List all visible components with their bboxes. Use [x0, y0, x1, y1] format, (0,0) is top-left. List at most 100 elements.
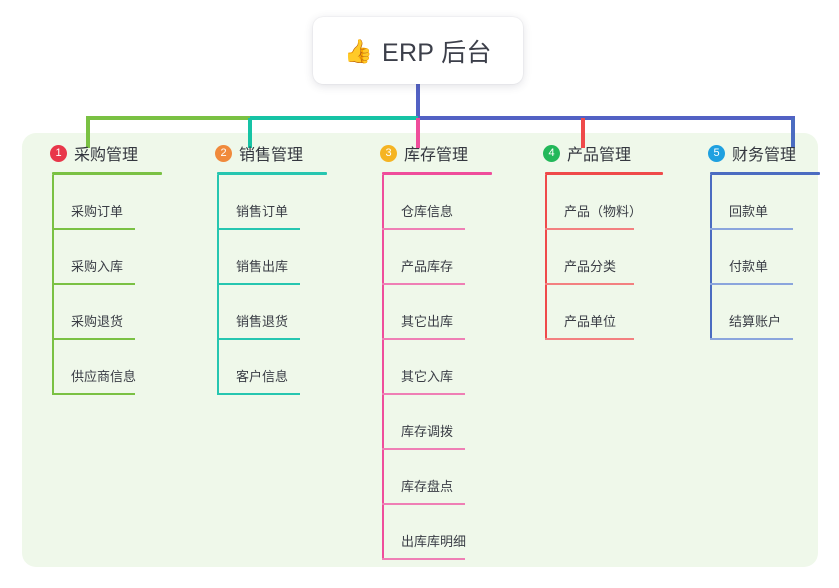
- branch-underline: [52, 172, 162, 175]
- branch-child-underline: [382, 503, 465, 505]
- branch-header[interactable]: 5 财务管理: [696, 140, 839, 166]
- branch-child-label: 产品（物料）: [564, 204, 643, 219]
- branch-child-label: 产品分类: [564, 259, 617, 274]
- branch-child-item[interactable]: 库存盘点: [368, 450, 518, 505]
- branch-child-label: 仓库信息: [401, 204, 454, 219]
- branch-child-label: 销售出库: [236, 259, 289, 274]
- branch-number-badge: 2: [215, 144, 232, 162]
- branch-child-label: 库存盘点: [401, 479, 454, 494]
- branch-number-badge: 1: [50, 144, 67, 162]
- branch-child-item[interactable]: 供应商信息: [38, 340, 188, 395]
- branch-child-underline: [710, 228, 793, 230]
- branch-header[interactable]: 2 销售管理: [203, 140, 353, 166]
- branch-child-item[interactable]: 回款单: [696, 175, 839, 230]
- branch-number-badge: 3: [380, 144, 397, 162]
- branch-child-underline: [52, 228, 135, 230]
- branch-child-underline: [545, 283, 634, 285]
- branch-child-label: 出库库明细: [401, 534, 467, 549]
- branch-child-underline: [52, 393, 135, 395]
- branch-child-label: 采购入库: [71, 259, 124, 274]
- branch-child-label: 其它出库: [401, 314, 454, 329]
- branch-children: 仓库信息产品库存其它出库其它入库库存调拨库存盘点出库库明细: [368, 175, 518, 560]
- branch-child-label: 销售退货: [236, 314, 289, 329]
- branch-child-underline: [710, 283, 793, 285]
- root-node-title: ERP 后台: [381, 38, 492, 67]
- branch-column: 3 库存管理仓库信息产品库存其它出库其它入库库存调拨库存盘点出库库明细: [368, 140, 518, 560]
- branch-child-underline: [52, 338, 135, 340]
- branch-child-item[interactable]: 采购订单: [38, 175, 188, 230]
- branch-child-underline: [217, 283, 300, 285]
- branch-title: 财务管理: [732, 147, 797, 164]
- branch-header[interactable]: 4 产品管理: [531, 140, 691, 166]
- branch-child-item[interactable]: 库存调拨: [368, 395, 518, 450]
- branch-underline: [545, 172, 663, 175]
- branch-child-item[interactable]: 付款单: [696, 230, 839, 285]
- branch-child-underline: [52, 283, 135, 285]
- branch-child-label: 库存调拨: [401, 424, 454, 439]
- branch-child-item[interactable]: 其它出库: [368, 285, 518, 340]
- branch-child-item[interactable]: 产品分类: [531, 230, 691, 285]
- branch-column: 4 产品管理产品（物料） 产品分类产品单位: [531, 140, 691, 340]
- branch-spine: [710, 175, 712, 340]
- branch-children: 产品（物料） 产品分类产品单位: [531, 175, 691, 340]
- branch-title: 销售管理: [239, 147, 304, 164]
- branch-child-item[interactable]: 产品单位: [531, 285, 691, 340]
- branch-child-label: 供应商信息: [71, 369, 137, 384]
- branch-child-item[interactable]: 采购退货: [38, 285, 188, 340]
- branch-header[interactable]: 3 库存管理: [368, 140, 518, 166]
- branch-spine: [217, 175, 219, 395]
- branch-child-underline: [545, 338, 634, 340]
- branch-children: 回款单付款单结算账户: [696, 175, 839, 340]
- branch-child-item[interactable]: 产品（物料）: [531, 175, 691, 230]
- branch-child-item[interactable]: 仓库信息: [368, 175, 518, 230]
- branch-child-label: 回款单: [729, 204, 769, 219]
- branch-child-label: 客户信息: [236, 369, 289, 384]
- branch-column: 1 采购管理采购订单采购入库采购退货供应商信息: [38, 140, 188, 395]
- branch-underline: [217, 172, 327, 175]
- branch-header[interactable]: 1 采购管理: [38, 140, 188, 166]
- branch-child-underline: [382, 448, 465, 450]
- root-node[interactable]: 👍 ERP 后台: [313, 17, 523, 84]
- branch-child-item[interactable]: 销售出库: [203, 230, 353, 285]
- branch-title: 采购管理: [74, 147, 139, 164]
- branch-child-label: 产品单位: [564, 314, 617, 329]
- branch-child-underline: [382, 558, 465, 560]
- branch-number-badge: 4: [543, 144, 560, 162]
- branch-child-underline: [382, 283, 465, 285]
- branch-child-label: 采购退货: [71, 314, 124, 329]
- branches-panel: [22, 133, 818, 567]
- branch-child-underline: [382, 338, 465, 340]
- branch-child-underline: [217, 228, 300, 230]
- branch-spine: [52, 175, 54, 395]
- branch-child-item[interactable]: 采购入库: [38, 230, 188, 285]
- branch-underline: [382, 172, 492, 175]
- root-node-content: 👍 ERP 后台: [344, 33, 491, 69]
- branch-spine: [545, 175, 547, 340]
- branch-children: 销售订单销售出库销售退货客户信息: [203, 175, 353, 395]
- branch-child-item[interactable]: 出库库明细: [368, 505, 518, 560]
- branch-child-label: 其它入库: [401, 369, 454, 384]
- branch-child-underline: [710, 338, 793, 340]
- branch-child-label: 销售订单: [236, 204, 289, 219]
- branch-spine: [382, 175, 384, 560]
- branch-child-label: 采购订单: [71, 204, 124, 219]
- branch-child-item[interactable]: 其它入库: [368, 340, 518, 395]
- branch-child-label: 结算账户: [729, 314, 782, 329]
- branch-child-underline: [217, 393, 300, 395]
- branch-child-underline: [217, 338, 300, 340]
- branch-title: 产品管理: [567, 147, 632, 164]
- branch-child-label: 付款单: [729, 259, 769, 274]
- branch-child-item[interactable]: 销售退货: [203, 285, 353, 340]
- branch-number-badge: 5: [708, 144, 725, 162]
- branch-child-item[interactable]: 产品库存: [368, 230, 518, 285]
- branch-title: 库存管理: [404, 147, 469, 164]
- branch-child-item[interactable]: 客户信息: [203, 340, 353, 395]
- branch-child-item[interactable]: 销售订单: [203, 175, 353, 230]
- branch-child-item[interactable]: 结算账户: [696, 285, 839, 340]
- branch-children: 采购订单采购入库采购退货供应商信息: [38, 175, 188, 395]
- branch-column: 2 销售管理销售订单销售出库销售退货客户信息: [203, 140, 353, 395]
- branch-child-underline: [382, 393, 465, 395]
- thumbs-up-icon: 👍: [344, 38, 373, 64]
- branch-child-label: 产品库存: [401, 259, 454, 274]
